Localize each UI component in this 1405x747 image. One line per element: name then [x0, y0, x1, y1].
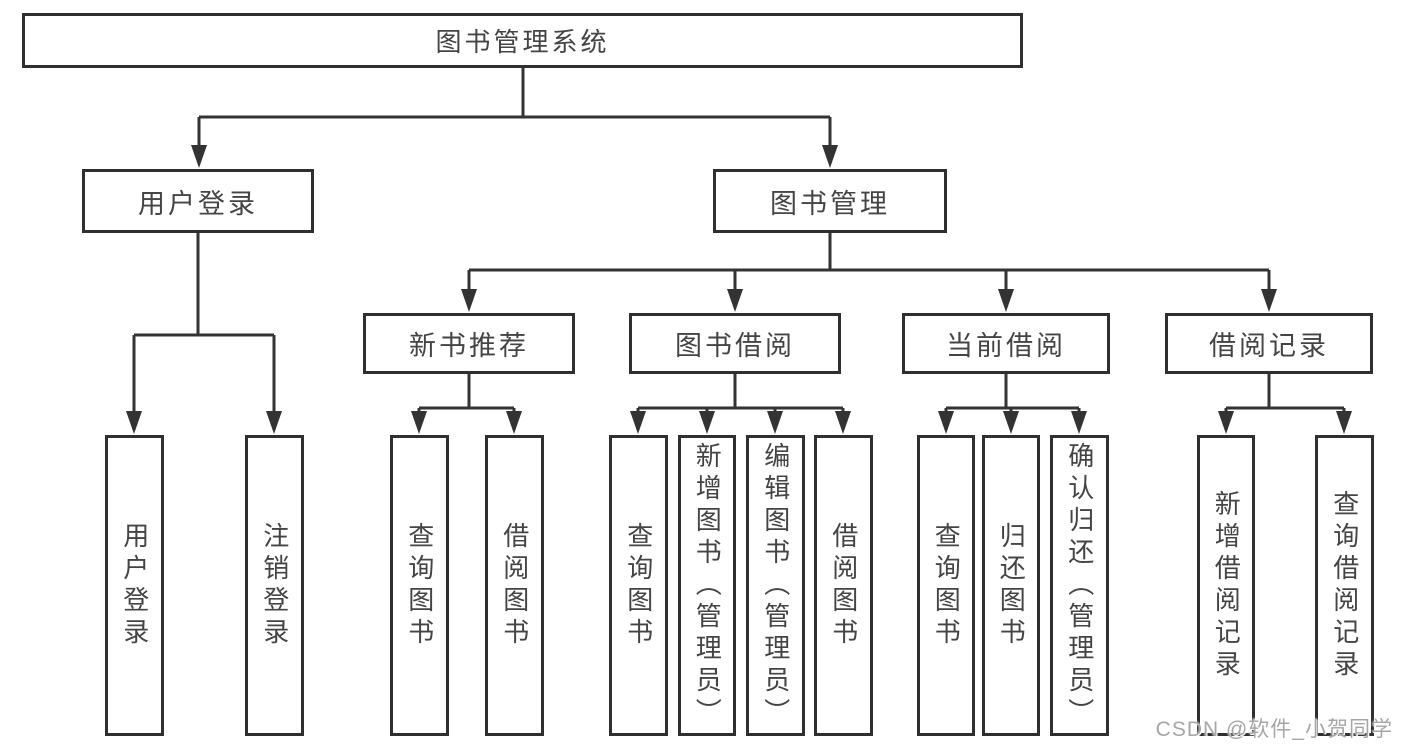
- node-borrowing-records: 借阅记录: [1165, 313, 1373, 374]
- node-leaf-return-books: 归还图书: [982, 435, 1040, 736]
- node-label: 新书推荐: [409, 331, 529, 361]
- node-book-borrowing: 图书借阅: [629, 313, 841, 374]
- node-label: 归还图书: [996, 521, 1027, 650]
- node-label: 确认归还（管理员）: [1064, 441, 1095, 730]
- node-leaf-confirm-return-admin: 确认归还（管理员）: [1050, 435, 1109, 736]
- node-label: 图书借阅: [675, 331, 795, 361]
- node-library-management-system: 图书管理系统: [22, 13, 1023, 68]
- node-label: 编辑图书（管理员）: [760, 441, 791, 730]
- node-label: 新增图书（管理员）: [692, 441, 723, 730]
- node-label: 用户登录: [119, 521, 150, 650]
- node-leaf-add-borrow-record: 新增借阅记录: [1197, 435, 1255, 736]
- node-label: 借阅记录: [1209, 331, 1329, 361]
- node-leaf-borrow-books-recommend: 借阅图书: [485, 435, 544, 736]
- node-label: 查询借阅记录: [1329, 489, 1360, 682]
- node-current-borrowing: 当前借阅: [902, 313, 1110, 374]
- node-new-book-recommend: 新书推荐: [363, 313, 575, 374]
- node-label: 查询图书: [931, 521, 962, 650]
- node-leaf-query-books-recommend: 查询图书: [390, 435, 449, 736]
- node-leaf-logout: 注销登录: [245, 435, 304, 736]
- node-leaf-query-borrow-record: 查询借阅记录: [1315, 435, 1374, 736]
- node-label: 借阅图书: [828, 521, 859, 650]
- node-label: 查询图书: [623, 521, 654, 650]
- node-leaf-borrow-books-borrowing: 借阅图书: [814, 435, 873, 736]
- node-label: 注销登录: [259, 521, 290, 650]
- node-leaf-edit-books-admin: 编辑图书（管理员）: [746, 435, 805, 736]
- node-label: 当前借阅: [946, 331, 1066, 361]
- node-label: 用户登录: [138, 188, 258, 219]
- node-leaf-query-books-borrowing: 查询图书: [609, 435, 668, 736]
- node-label: 新增借阅记录: [1211, 489, 1242, 682]
- node-label: 查询图书: [404, 521, 435, 650]
- node-label: 图书管理: [770, 188, 890, 219]
- node-user-login: 用户登录: [82, 169, 314, 233]
- csdn-watermark: CSDN @软件_小贺同学: [1155, 718, 1393, 741]
- node-leaf-add-books-admin: 新增图书（管理员）: [678, 435, 736, 736]
- node-leaf-query-books-current: 查询图书: [917, 435, 975, 736]
- node-label: 图书管理系统: [435, 27, 610, 57]
- node-leaf-user-login: 用户登录: [105, 435, 164, 736]
- node-book-management: 图书管理: [713, 169, 947, 233]
- node-label: 借阅图书: [499, 521, 530, 650]
